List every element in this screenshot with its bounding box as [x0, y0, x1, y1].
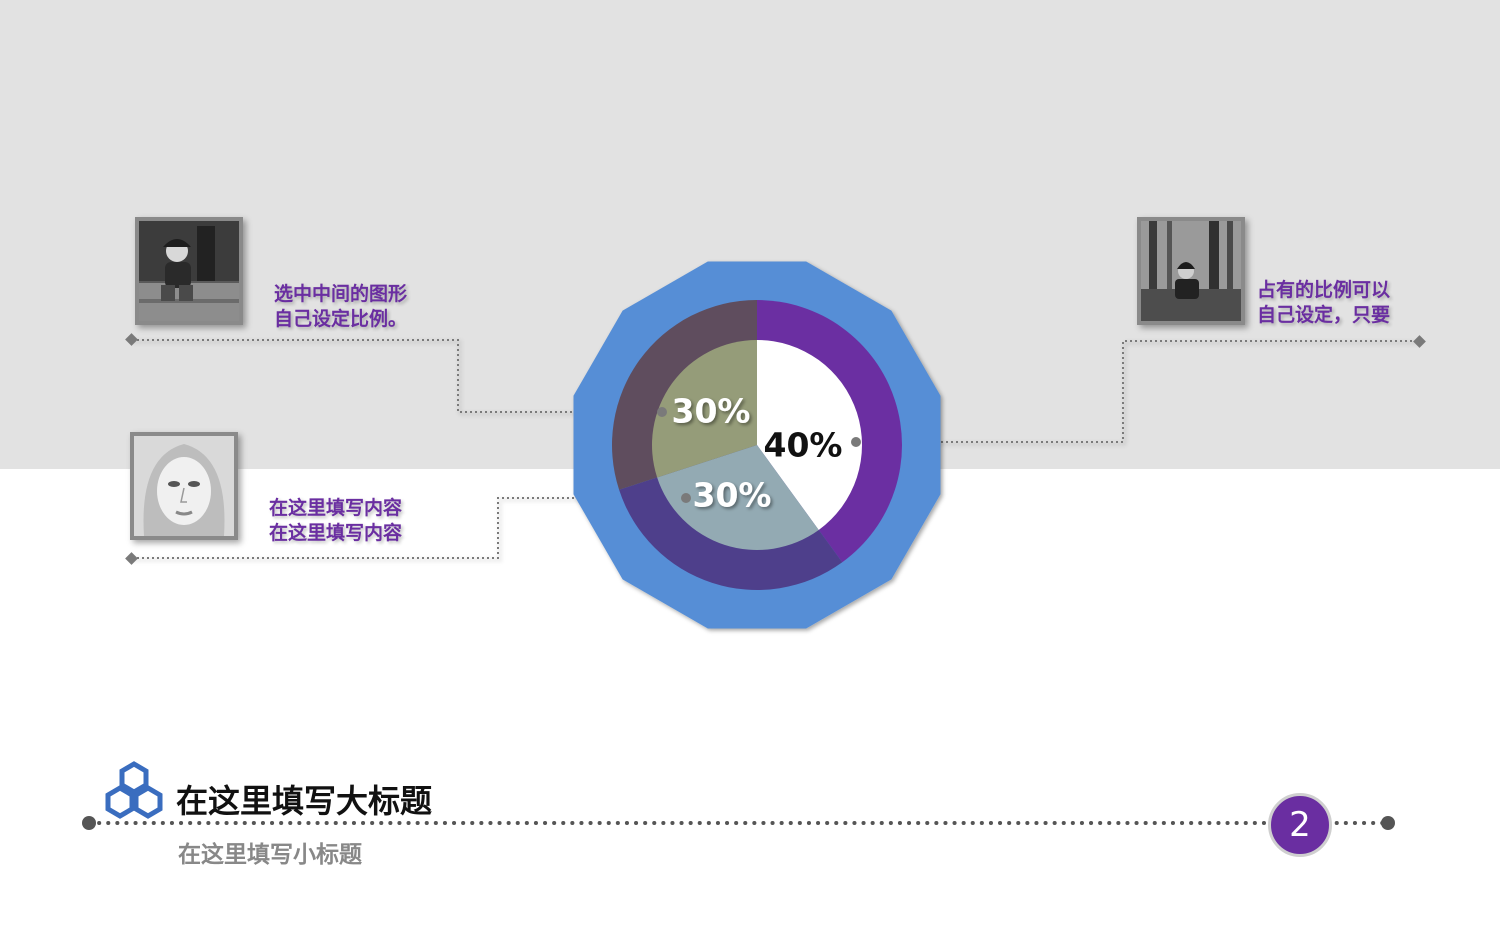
pie-slice-label: 40%: [764, 426, 843, 465]
hexagon-logo-icon: [105, 761, 163, 819]
caption-right: 占有的比例可以 自己设定，只要: [1257, 278, 1390, 328]
caption-bottom-left: 在这里填写内容 在这里填写内容: [269, 496, 402, 546]
connector-end-marker: [1413, 335, 1426, 348]
page-number-badge: 2: [1268, 793, 1332, 857]
connector-end-marker: [125, 552, 138, 565]
pie-slice-label: 30%: [693, 476, 772, 515]
connector-dot: [681, 493, 691, 503]
caption-line: 自己设定，只要: [1257, 304, 1391, 326]
caption-line: 选中中间的图形: [274, 283, 408, 305]
page-title: 在这里填写大标题: [176, 782, 433, 820]
connector-line-right: [856, 340, 1420, 443]
woman-face-photo: [130, 432, 238, 540]
connector-dot: [657, 407, 667, 417]
caption-top-left: 选中中间的图形 自己设定比例。: [274, 282, 407, 332]
chart-inner-slices: [651, 340, 863, 551]
child-photo: [135, 217, 243, 325]
pie-chart: 40% 30% 30%: [573, 261, 941, 629]
pie-slice: [757, 340, 863, 530]
pie-slice: [657, 445, 819, 551]
footer-line-left-dot: [82, 816, 96, 830]
caption-line: 在这里填写内容: [269, 522, 403, 544]
pie-slice: [651, 340, 757, 478]
caption-line: 自己设定比例。: [274, 308, 408, 330]
pie-slice-label: 30%: [672, 392, 751, 431]
caption-line: 在这里填写内容: [269, 497, 403, 519]
footer-line-right-dot: [1381, 816, 1395, 830]
caption-line: 占有的比例可以: [1257, 279, 1391, 301]
connector-end-marker: [125, 333, 138, 346]
chart-slice-labels: 40% 30% 30%: [672, 392, 843, 515]
page-subtitle: 在这里填写小标题: [178, 842, 362, 868]
connector-line-top-left: [132, 339, 662, 413]
forest-photo: [1137, 217, 1245, 325]
connector-dot: [851, 437, 861, 447]
